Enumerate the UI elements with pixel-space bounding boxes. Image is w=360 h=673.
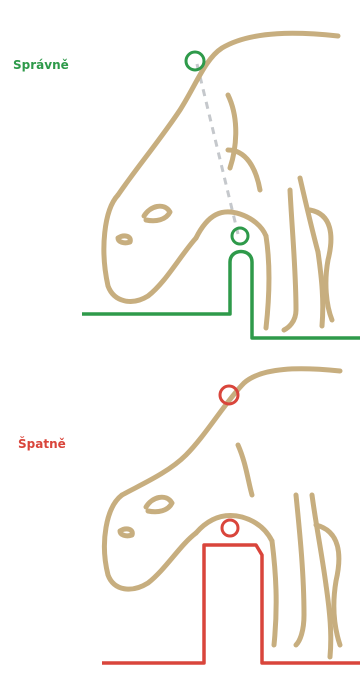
wrong-diagram [0,345,360,673]
neck-contact-marker-icon [222,520,238,536]
neck-contact-marker-icon [232,228,248,244]
panel-wrong: Špatně [0,345,360,673]
label-wrong: Špatně [18,437,66,451]
cow-icon [104,369,340,657]
withers-marker-icon [186,52,204,70]
label-correct: Správně [13,58,69,72]
correct-diagram [0,0,360,345]
panel-correct: Správně [0,0,360,345]
cow-icon [104,33,338,330]
